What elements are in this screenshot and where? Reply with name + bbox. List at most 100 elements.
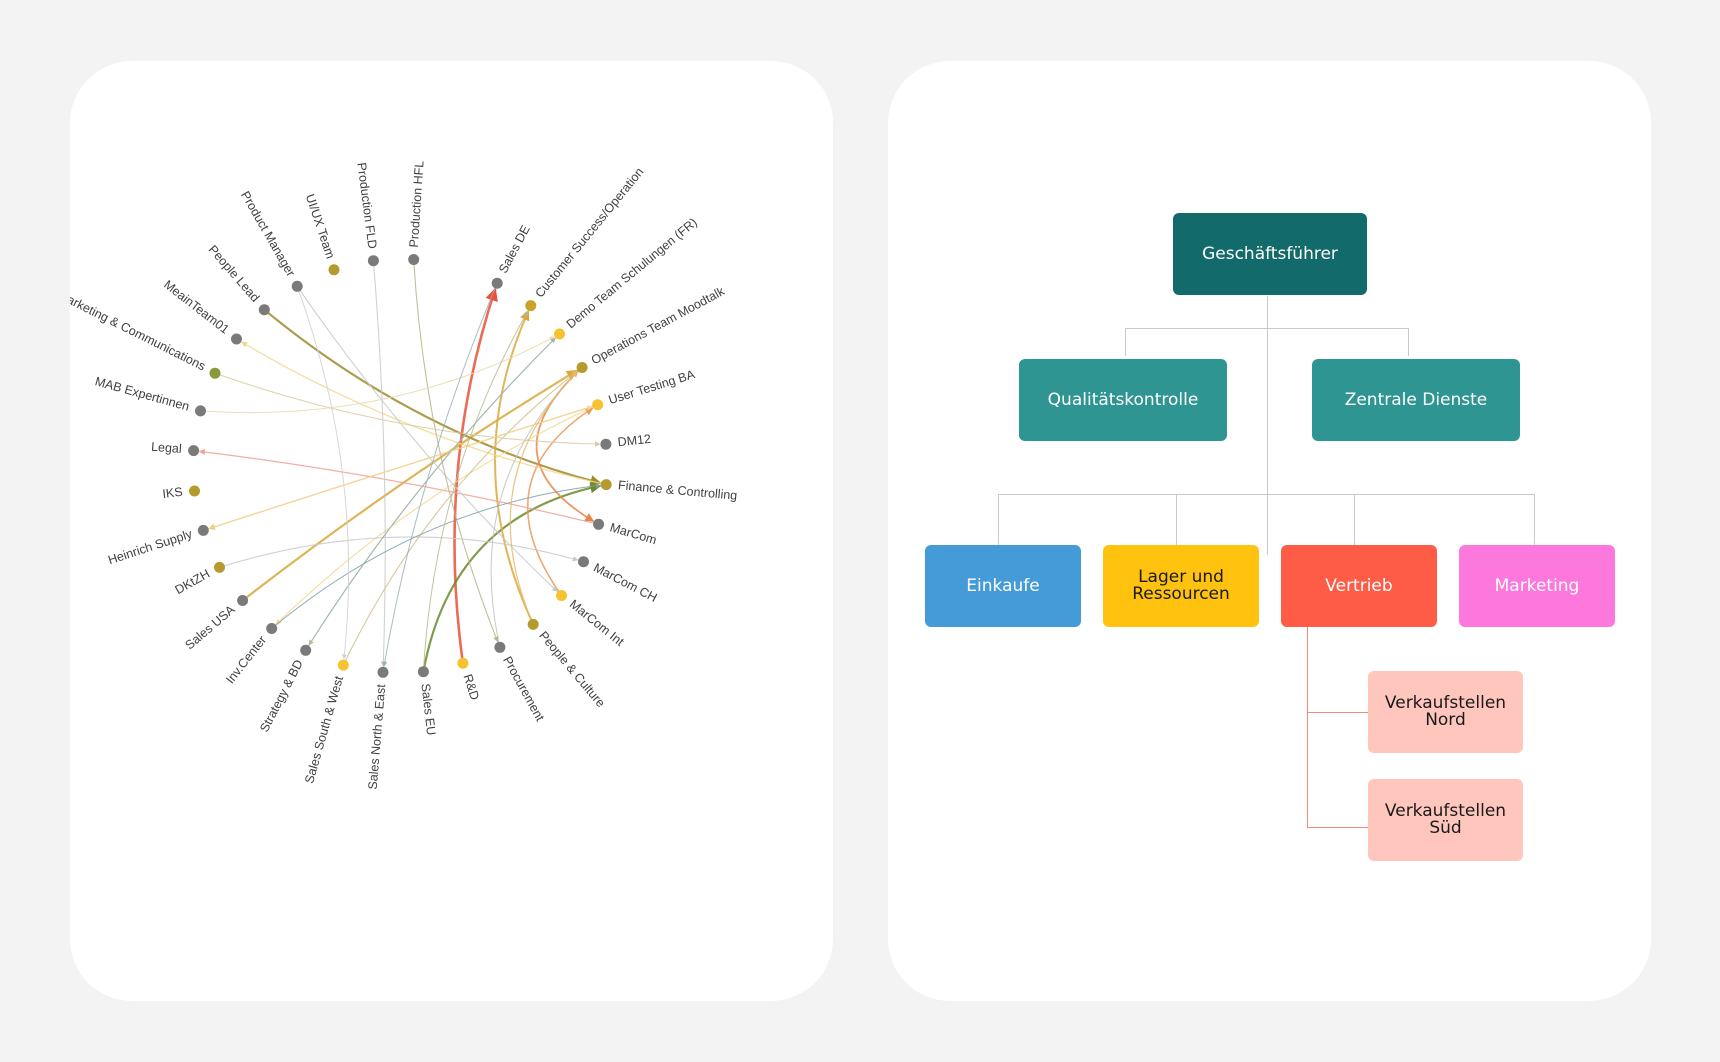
chord-node-dot[interactable] <box>291 280 303 292</box>
chord-node[interactable]: Sales DE <box>491 223 533 289</box>
chord-node[interactable]: Legal <box>151 440 200 457</box>
chord-node[interactable]: Production FLD <box>354 162 379 267</box>
org-node-label: Geschäftsführer <box>1202 243 1338 264</box>
chord-node-dot[interactable] <box>527 618 539 630</box>
chord-node-dot[interactable] <box>195 405 206 417</box>
org-node-label: Lager und Ressourcen <box>1132 567 1230 604</box>
chord-link <box>453 287 498 664</box>
chord-node[interactable]: Sales South & West <box>302 659 349 785</box>
chord-node-dot[interactable] <box>525 300 537 312</box>
chord-node-label: Finance & Controlling <box>618 478 738 503</box>
chord-node[interactable]: Heinrich Supply <box>106 524 209 567</box>
chord-node-label: MarCom Int <box>567 597 627 649</box>
chord-node-dot[interactable] <box>337 659 349 671</box>
chord-node-dot[interactable] <box>377 666 389 678</box>
chord-node-dot[interactable] <box>209 367 221 379</box>
chord-node[interactable]: Finance & Controlling <box>600 478 738 503</box>
chord-node[interactable]: Customer Success/Operation <box>525 165 646 312</box>
chord-node[interactable]: IKS <box>162 485 200 501</box>
org-node-marketing[interactable]: Marketing <box>1459 545 1615 627</box>
chord-node[interactable]: MAB Expertinnen <box>93 374 206 417</box>
chord-node-dot[interactable] <box>576 362 588 373</box>
chord-link <box>509 371 579 625</box>
chord-node[interactable]: Product Manager <box>238 189 303 292</box>
chord-node-dot[interactable] <box>554 328 565 340</box>
chord-node-dot[interactable] <box>600 438 612 450</box>
chord-link <box>422 482 602 672</box>
chord-node-label: Sales North & East <box>366 683 389 790</box>
chord-node[interactable]: MarCom <box>593 518 658 547</box>
chord-node-dot[interactable] <box>214 561 225 573</box>
chord-node[interactable]: Production HFL <box>407 160 427 265</box>
chord-node[interactable]: Inv.Center <box>223 623 278 686</box>
chord-node-dot[interactable] <box>189 485 200 497</box>
chord-node[interactable]: Procurement <box>494 641 547 724</box>
chord-node[interactable]: DKtZH <box>173 561 225 597</box>
chord-node-label: MarCom CH <box>591 560 659 604</box>
chord-node-dot[interactable] <box>457 657 469 669</box>
org-node-einkaufe[interactable]: Einkaufe <box>925 545 1081 627</box>
chord-node-dot[interactable] <box>408 254 420 265</box>
org-node-qualitaetskontrolle[interactable]: Qualitätskontrolle <box>1019 359 1227 441</box>
chord-node[interactable]: R&D <box>457 657 482 702</box>
chord-link <box>241 369 578 602</box>
org-node-lager-und-ressourcen[interactable]: Lager und Ressourcen <box>1103 545 1259 627</box>
chord-node-dot[interactable] <box>197 524 209 536</box>
chord-node-dot[interactable] <box>328 264 340 276</box>
chord-node-dot[interactable] <box>494 641 506 653</box>
connector-line <box>1307 627 1308 827</box>
chord-node-label: Legal <box>151 440 183 456</box>
org-node-verkaufstellen-nord[interactable]: Verkaufstellen Nord <box>1368 671 1523 753</box>
chord-node-label: Strategy & BD <box>257 657 306 734</box>
connector-line <box>1307 712 1368 713</box>
chord-link <box>219 536 579 568</box>
chord-node[interactable]: Sales North & East <box>366 666 389 790</box>
chord-link <box>263 308 602 486</box>
chord-link <box>305 337 556 651</box>
chord-node[interactable]: DM12 <box>600 432 652 450</box>
connector-line <box>998 494 999 546</box>
chord-link <box>490 371 579 648</box>
chord-node[interactable]: UI/UX Team <box>303 192 340 276</box>
chord-node[interactable]: Sales EU <box>417 666 438 736</box>
chord-node-dot[interactable] <box>237 595 249 606</box>
chord-node[interactable]: Strategy & BD <box>257 644 312 735</box>
chord-node-dot[interactable] <box>593 518 605 530</box>
chord-node[interactable]: Sales USA <box>183 595 249 652</box>
chord-node-dot[interactable] <box>367 255 379 267</box>
connector-line <box>1408 328 1409 356</box>
chord-node[interactable]: User Testing BA <box>592 367 697 411</box>
chord-node-dot[interactable] <box>231 333 242 345</box>
org-node-zentrale-dienste[interactable]: Zentrale Dienste <box>1312 359 1520 441</box>
chord-node-label: MarCom <box>608 520 658 547</box>
org-node-label: Verkaufstellen Süd <box>1384 801 1507 838</box>
chord-node-label: Procurement <box>500 654 547 724</box>
chord-node[interactable]: MarCom Int <box>556 590 627 649</box>
org-node-vertrieb[interactable]: Vertrieb <box>1281 545 1437 627</box>
org-node-geschaeftsfuehrer[interactable]: Geschäftsführer <box>1173 213 1367 295</box>
chord-node-dot[interactable] <box>258 304 270 316</box>
chord-node-dot[interactable] <box>417 666 429 678</box>
chord-node[interactable]: People Lead <box>206 243 270 316</box>
chord-node-label: Sales DE <box>496 223 533 276</box>
chord-node-label: Sales South & West <box>302 674 346 785</box>
chord-link <box>275 404 598 625</box>
connector-line <box>1307 827 1368 828</box>
chord-node-label: People Lead <box>206 243 263 305</box>
org-node-label: Vertrieb <box>1325 575 1393 596</box>
chord-node-dot[interactable] <box>556 590 567 601</box>
chord-node[interactable]: MarCom CH <box>578 556 659 605</box>
chord-node-dot[interactable] <box>300 644 312 656</box>
chord-node-dot[interactable] <box>600 479 612 491</box>
chord-node-dot[interactable] <box>578 556 589 568</box>
chord-node-dot[interactable] <box>266 623 278 634</box>
chord-node-dot[interactable] <box>592 399 604 411</box>
chord-node-dot[interactable] <box>188 445 200 457</box>
chord-link <box>214 372 601 447</box>
chord-node[interactable]: MeainTeam01 <box>161 277 242 345</box>
org-node-verkaufstellen-sued[interactable]: Verkaufstellen Süd <box>1368 779 1523 861</box>
chord-node-dot[interactable] <box>491 277 503 289</box>
org-node-label: Verkaufstellen Nord <box>1384 693 1507 730</box>
chord-node[interactable]: People & Culture <box>527 618 608 710</box>
